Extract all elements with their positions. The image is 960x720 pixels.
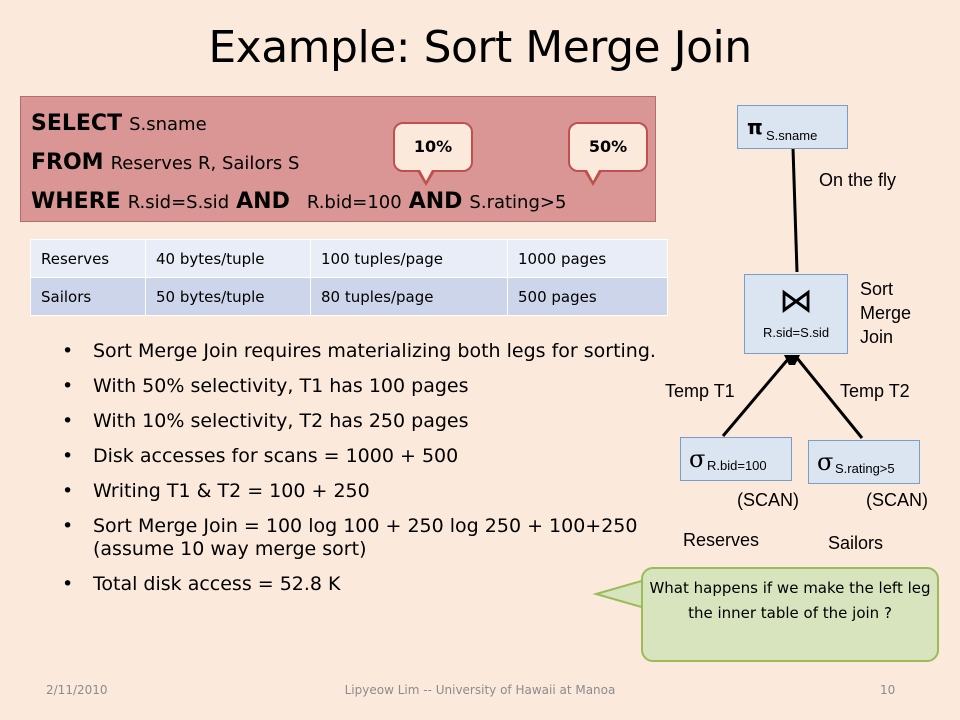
sql-from-tables: Reserves R, Sailors S [110, 153, 300, 174]
sql-keyword-and: AND [408, 189, 463, 214]
projection-attribute: S.sname [766, 128, 818, 143]
on-the-fly-label: On the fly [819, 170, 897, 190]
table-row: Reserves 40 bytes/tuple 100 tuples/page … [30, 239, 668, 278]
sql-rating-predicate: S.rating>5 [469, 192, 567, 213]
list-item: With 10% selectivity, T2 has 250 pages [62, 410, 682, 433]
sailors-label: Sailors [828, 533, 884, 553]
table-cell: 50 bytes/tuple [145, 277, 311, 316]
scan-right-label: (SCAN) [866, 490, 928, 510]
table-row: Sailors 50 bytes/tuple 80 tuples/page 50… [30, 277, 668, 316]
join-node: ⋈ R.sid=S.sid [744, 274, 848, 354]
sigma-symbol: σ [689, 445, 706, 473]
edge-join-to-projection [791, 147, 799, 273]
temp-t1-label: Temp T1 [665, 381, 735, 401]
footer-date: 2/11/2010 [46, 683, 108, 697]
selectivity-bubble-10: 10% [393, 122, 473, 186]
sort-merge-join-word: Join [860, 327, 894, 347]
list-item: Sort Merge Join = 100 log 100 + 250 log … [62, 515, 682, 561]
selection-predicate: S.rating>5 [835, 461, 895, 476]
table-cell: 1000 pages [507, 239, 668, 278]
sql-select-columns: S.sname [129, 114, 207, 135]
sql-keyword-from: FROM [31, 150, 104, 175]
sigma-symbol: σ [817, 448, 834, 476]
bowtie-join-icon: ⋈ [779, 281, 813, 321]
selectivity-10-label: 10% [413, 137, 453, 156]
sql-keyword-where: WHERE [31, 189, 121, 214]
arrowhead [784, 355, 800, 365]
relation-stats-table: Reserves 40 bytes/tuple 100 tuples/page … [30, 239, 668, 316]
bullet-list: Sort Merge Join requires materializing b… [62, 340, 682, 608]
sort-merge-join-word: Merge [860, 303, 912, 323]
join-condition: R.sid=S.sid [762, 325, 830, 340]
reserves-label: Reserves [683, 530, 760, 550]
question-callout: What happens if we make the left leg the… [641, 567, 939, 662]
selectivity-bubble-50: 50% [568, 122, 648, 186]
bubble-tail-inner [420, 170, 432, 181]
edge-left-to-join [721, 357, 791, 437]
sql-select-line: SELECT S.sname [31, 105, 655, 144]
list-item: Disk accesses for scans = 1000 + 500 [62, 445, 682, 468]
table-cell: 80 tuples/page [310, 277, 508, 316]
sql-from-line: FROM Reserves R, Sailors S [31, 144, 655, 183]
table-cell: 500 pages [507, 277, 668, 316]
sql-bid-predicate: R.bid=100 [306, 192, 402, 213]
pi-symbol: π [747, 115, 763, 139]
list-item: Total disk access = 52.8 K [62, 573, 682, 596]
edge-right-to-join [795, 357, 864, 439]
sql-where-line: WHERE R.sid=S.sid AND R.bid=100 AND S.ra… [31, 183, 655, 222]
table-cell: 100 tuples/page [310, 239, 508, 278]
selection-predicate: R.bid=100 [707, 458, 767, 473]
sort-merge-join-label: Sort Merge Join [860, 277, 911, 349]
slide-title: Example: Sort Merge Join [208, 22, 752, 73]
list-item: Writing T1 & T2 = 100 + 250 [62, 480, 682, 503]
select-node-reserves: σ R.bid=100 [680, 437, 792, 481]
footer-page-number: 10 [880, 683, 896, 697]
sql-query-box: SELECT S.sname FROM Reserves R, Sailors … [20, 96, 656, 222]
scan-left-label: (SCAN) [737, 490, 799, 510]
projection-node: π S.sname [737, 105, 848, 149]
bubble-tail-inner [587, 170, 599, 181]
temp-t2-label: Temp T2 [840, 381, 910, 401]
table-cell: Sailors [30, 277, 146, 316]
table-cell: 40 bytes/tuple [145, 239, 311, 278]
footer-author: Lipyeow Lim -- University of Hawaii at M… [344, 683, 616, 697]
selectivity-50-label: 50% [588, 137, 628, 156]
sql-keyword-select: SELECT [31, 111, 123, 136]
list-item: With 50% selectivity, T1 has 100 pages [62, 375, 682, 398]
sort-merge-join-word: Sort [860, 279, 894, 299]
callout-pointer-shape [592, 578, 646, 610]
sql-keyword-and: AND [236, 189, 290, 214]
select-node-sailors: σ S.rating>5 [808, 440, 920, 484]
sql-join-predicate: R.sid=S.sid [127, 192, 230, 213]
list-item: Sort Merge Join requires materializing b… [62, 340, 682, 363]
